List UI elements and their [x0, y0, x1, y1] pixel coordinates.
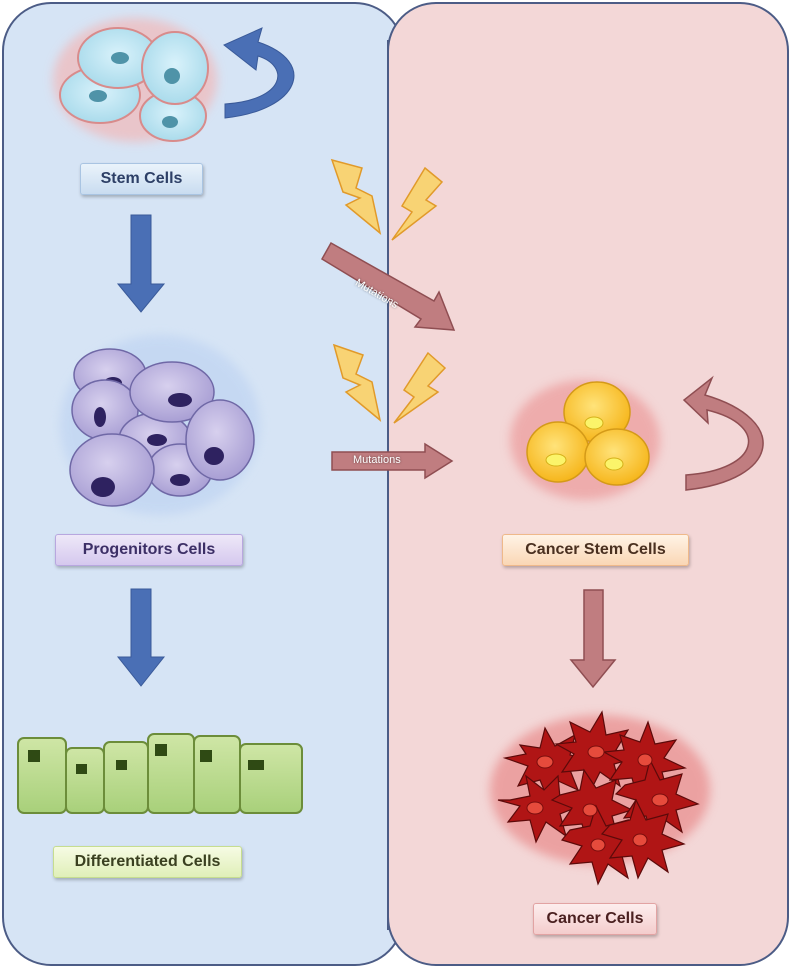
- stem-to-progenitor-arrow: [116, 214, 166, 313]
- progenitor-cells-label: Progenitors Cells: [55, 534, 243, 566]
- cancer-stem-cells-label: Cancer Stem Cells: [502, 534, 689, 566]
- cancer-stem-cells-illustration: [510, 380, 660, 500]
- lightning-bolt-icons: [330, 158, 447, 424]
- stem-self-renewal-arrow: [223, 27, 295, 119]
- mutation-arrow-upper: [320, 241, 456, 331]
- mutation-label-lower: Mutations: [353, 454, 401, 466]
- progenitor-to-differentiated-arrow: [116, 588, 166, 687]
- differentiated-cell-nuclei: [28, 744, 264, 774]
- stem-cells-illustration: [53, 18, 217, 142]
- stem-cells-label: Stem Cells: [80, 163, 203, 195]
- cancer-cells-label: Cancer Cells: [533, 903, 657, 935]
- mutation-arrow-lower: [331, 442, 454, 480]
- cancer-self-renewal-arrow: [682, 375, 764, 491]
- cancer-stem-to-cancer-arrow: [569, 589, 617, 689]
- progenitor-cells-illustration: [60, 335, 260, 515]
- cancer-cells-illustration: [490, 710, 710, 886]
- differentiated-cells-label: Differentiated Cells: [53, 846, 242, 878]
